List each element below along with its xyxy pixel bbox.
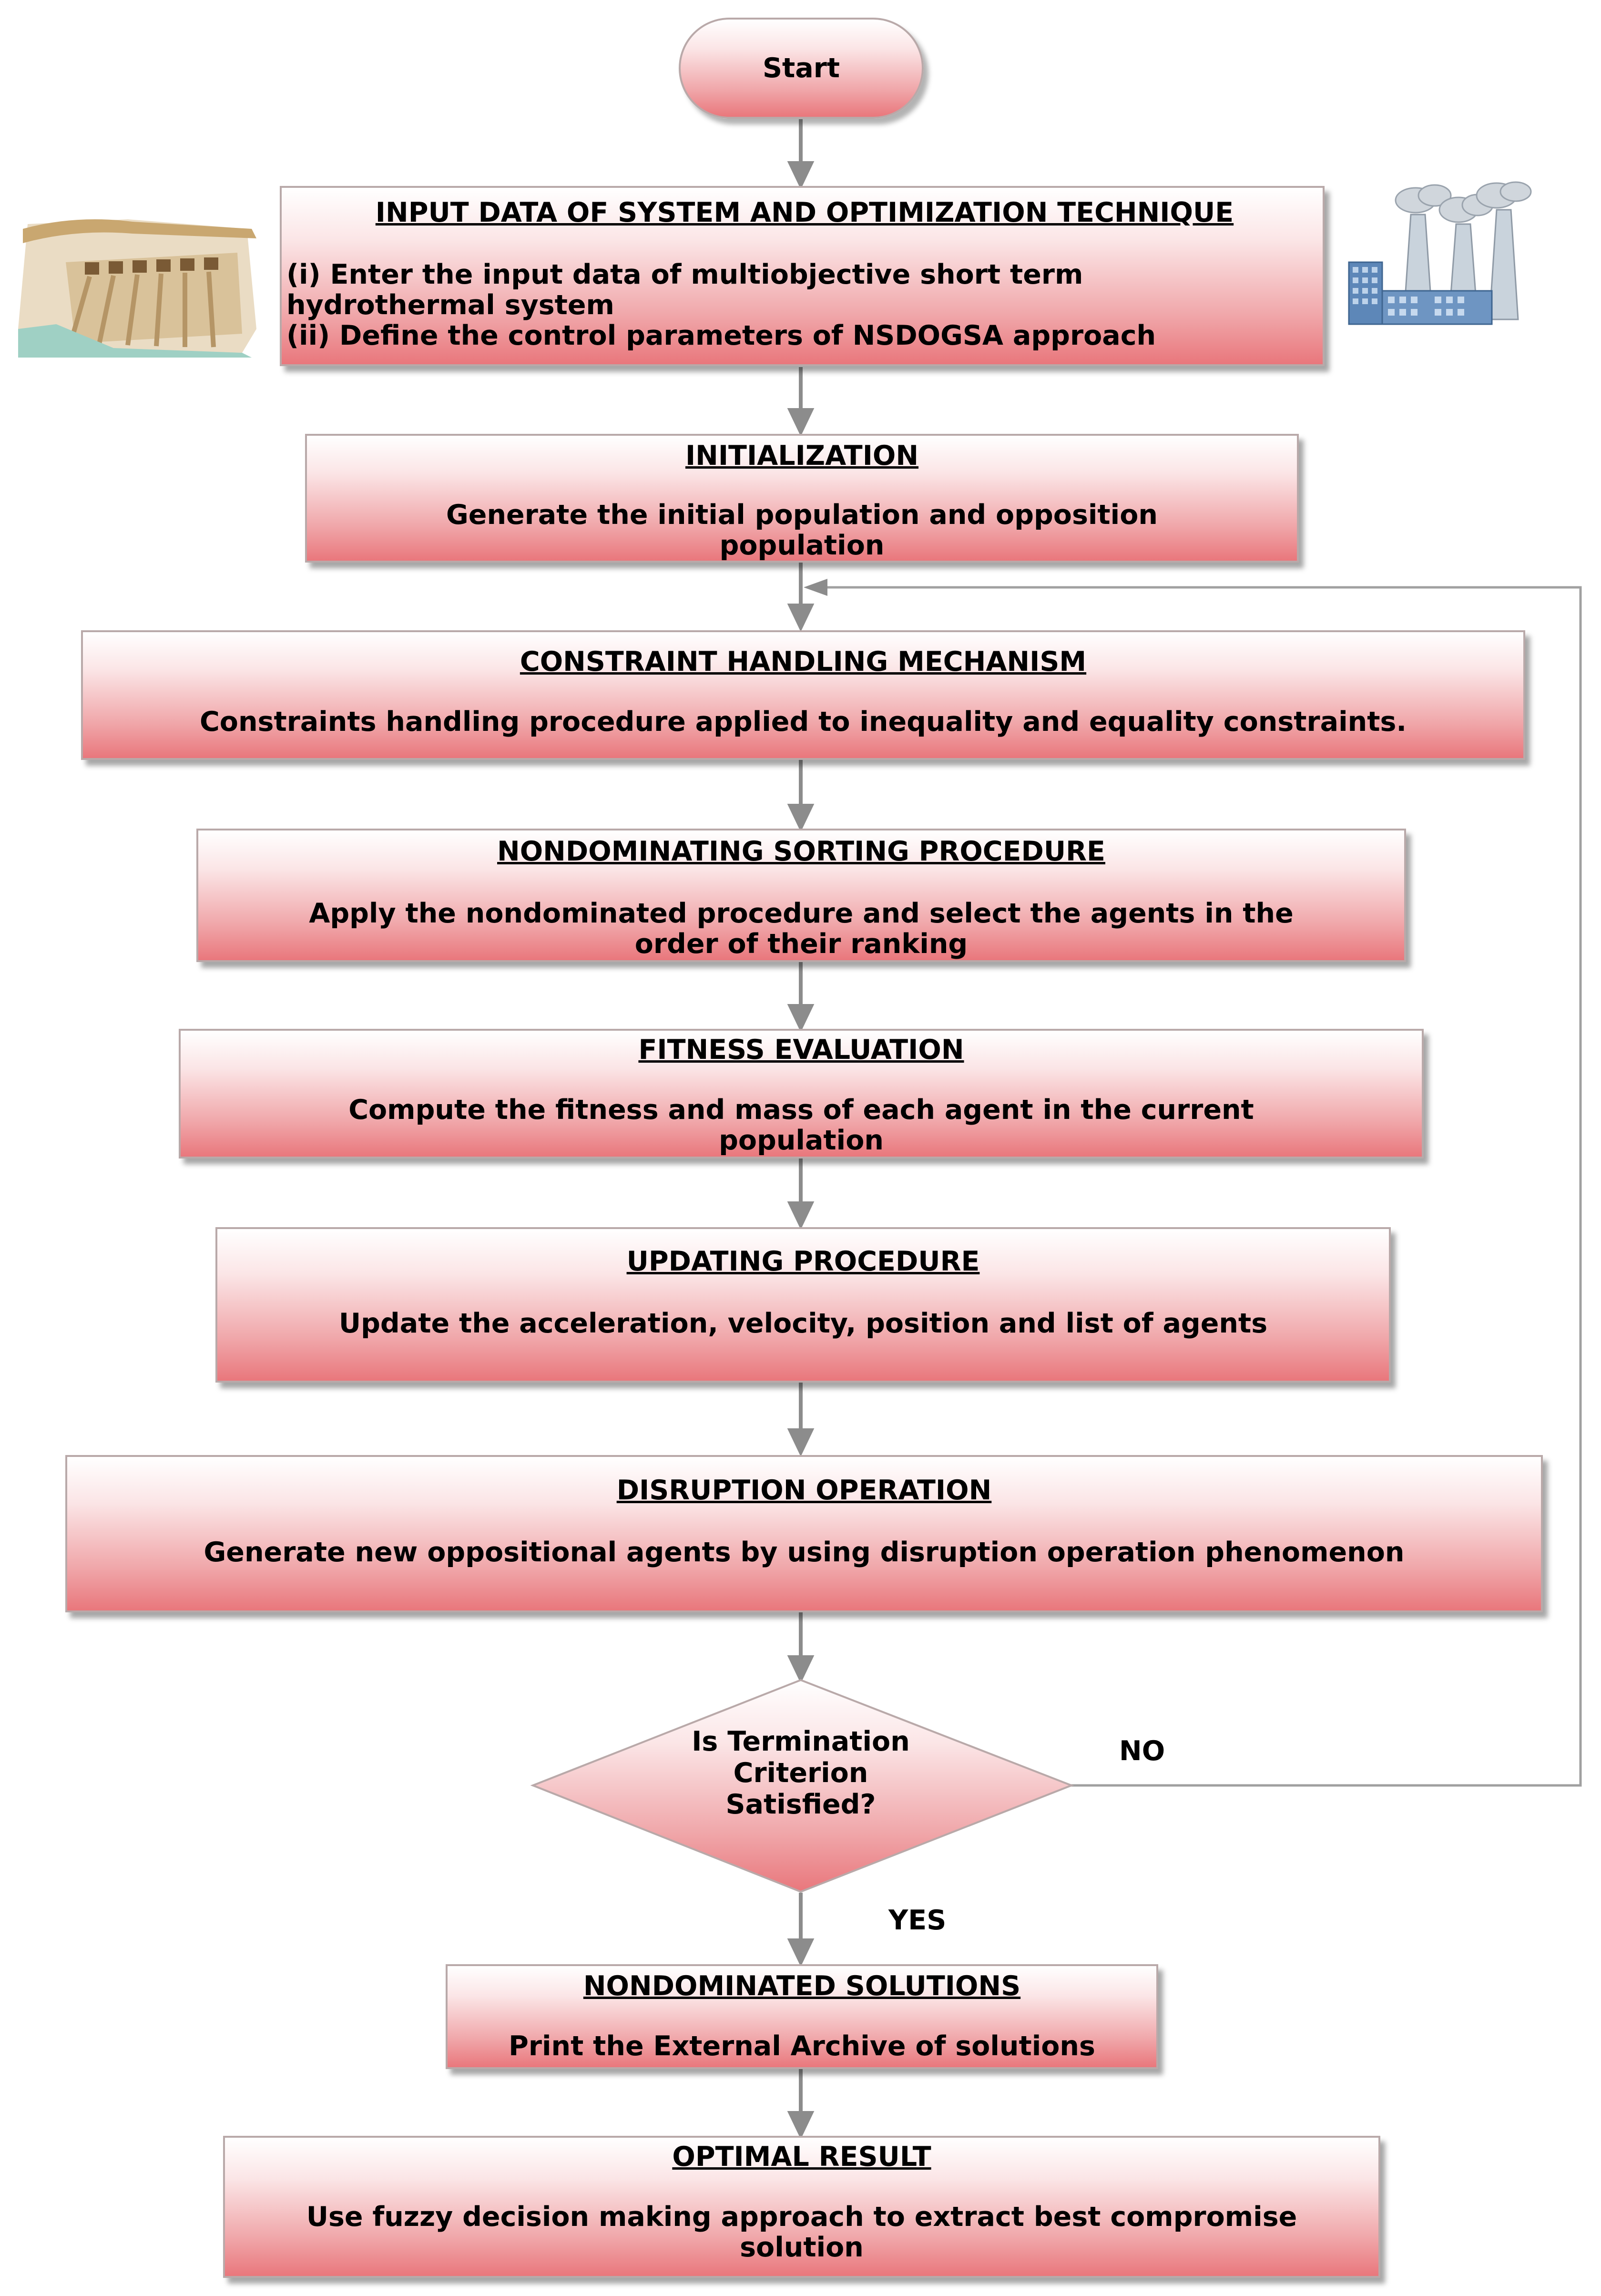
step-title: CONSTRAINT HANDLING MECHANISM: [520, 646, 1087, 677]
step-line: population: [719, 530, 885, 561]
step-line: solution: [740, 2232, 864, 2263]
decision-text: Is Termination Criterion Satisfied?: [620, 1726, 982, 1820]
step-line: population: [719, 1125, 884, 1156]
decision-line: Criterion: [733, 1757, 868, 1789]
step-line: (i) Enter the input data of multiobjecti…: [286, 259, 1083, 290]
hydro-dam-icon: [18, 219, 256, 358]
step-line: hydrothermal system: [286, 289, 614, 321]
thermal-power-plant-icon: [1348, 181, 1532, 325]
yes-label: YES: [888, 1905, 947, 1936]
step-title: INITIALIZATION: [685, 440, 919, 472]
no-loop-line: [825, 586, 1582, 1787]
no-loop-arrowhead: [804, 579, 827, 596]
decision-line: Is Termination: [692, 1726, 910, 1757]
step-line: Use fuzzy decision making approach to ex…: [306, 2201, 1297, 2233]
step-title: FITNESS EVALUATION: [638, 1034, 964, 1066]
step-fitness-evaluation: FITNESS EVALUATION Compute the fitness a…: [179, 1029, 1424, 1158]
step-disruption-operation: DISRUPTION OPERATION Generate new opposi…: [65, 1455, 1543, 1612]
step-initialization: INITIALIZATION Generate the initial popu…: [305, 434, 1299, 563]
step-title: UPDATING PROCEDURE: [626, 1246, 980, 1277]
step-line: order of their ranking: [634, 928, 968, 960]
step-input-data: INPUT DATA OF SYSTEM AND OPTIMIZATION TE…: [280, 186, 1325, 366]
step-line: Generate new oppositional agents by usin…: [204, 1537, 1405, 1568]
step-title: NONDOMINATED SOLUTIONS: [583, 1970, 1021, 2002]
step-line: Print the External Archive of solutions: [509, 2030, 1095, 2062]
step-line: Compute the fitness and mass of each age…: [348, 1094, 1254, 1126]
step-title: DISRUPTION OPERATION: [616, 1475, 992, 1506]
step-constraint-handling: CONSTRAINT HANDLING MECHANISM Constraint…: [81, 630, 1525, 760]
step-updating-procedure: UPDATING PROCEDURE Update the accelerati…: [215, 1227, 1391, 1383]
start-terminal: Start: [679, 18, 924, 119]
step-optimal-result: OPTIMAL RESULT Use fuzzy decision making…: [223, 2136, 1380, 2278]
step-title: NONDOMINATING SORTING PROCEDURE: [497, 836, 1105, 867]
decision-line: Satisfied?: [725, 1789, 876, 1820]
step-line: Update the acceleration, velocity, posit…: [338, 1308, 1268, 1339]
step-line: Generate the initial population and oppo…: [446, 499, 1158, 531]
no-label: NO: [1119, 1735, 1165, 1767]
step-line: Constraints handling procedure applied t…: [199, 706, 1407, 738]
step-nondominated-solutions: NONDOMINATED SOLUTIONS Print the Externa…: [446, 1964, 1158, 2069]
decision-diamond: [530, 1679, 1074, 1893]
start-label: Start: [762, 52, 840, 84]
step-line: (ii) Define the control parameters of NS…: [286, 320, 1156, 351]
step-title: OPTIMAL RESULT: [672, 2141, 931, 2173]
step-nondominating-sorting: NONDOMINATING SORTING PROCEDURE Apply th…: [196, 829, 1406, 962]
step-title: INPUT DATA OF SYSTEM AND OPTIMIZATION TE…: [375, 197, 1234, 228]
step-line: Apply the nondominated procedure and sel…: [309, 898, 1294, 929]
